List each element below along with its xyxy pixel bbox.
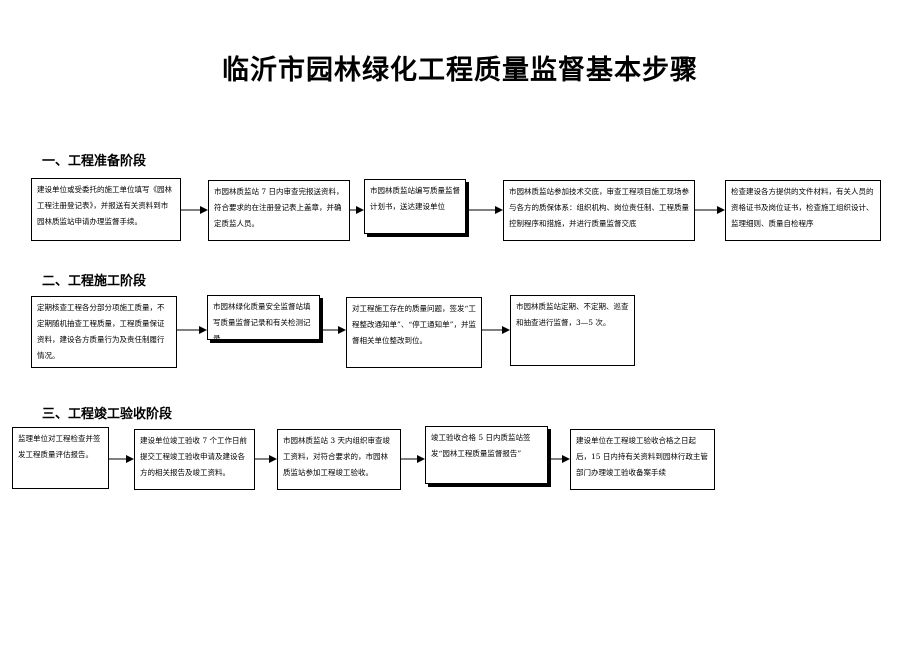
acceptance-step-3-box: 市园林质监站 3 天内组织审查竣工资料，对符合要求的，市园林质监站参加工程竣工验… xyxy=(277,429,401,490)
construction-step-2-box: 市园林绿化质量安全监督站填写质量监督记录和有关检测记录。 xyxy=(207,295,320,340)
page-title: 临沂市园林绿化工程质量监督基本步骤 xyxy=(222,55,698,86)
prep-step-5-box: 检查建设各方提供的文件材料，有关人员的资格证书及岗位证书，检查施工组织设计、监理… xyxy=(725,180,881,241)
construction-step-3-box: 对工程施工存在的质量问题，签发“工程整改通知单”、“停工通知单”，并监督相关单位… xyxy=(346,297,482,368)
prep-step-4-box: 市园林质监站参加技术交底，审查工程项目施工现场参与各方的质保体系：组织机构、岗位… xyxy=(503,180,695,241)
construction-step-4-box: 市园林质监站定期、不定期、巡查和抽查进行监督，3—5 次。 xyxy=(510,295,635,366)
acceptance-step-2-box: 建设单位竣工验收 7 个工作日前提交工程竣工验收申请及建设各方的相关报告及竣工资… xyxy=(134,429,255,490)
acceptance-step-5-box: 建设单位在工程竣工验收合格之日起后，15 日内持有关资料到园林行政主管部门办理竣… xyxy=(570,429,715,490)
prep-step-2-box: 市园林质监站 7 日内审查完报送资料，符合要求的在注册登记表上盖章，并确定质监人… xyxy=(208,180,350,241)
acceptance-step-1-box: 监理单位对工程检查并签发工程质量评估报告。 xyxy=(12,427,109,489)
prep-step-3-box: 市园林质监站编写质量监督计划书，送达建设单位 xyxy=(364,179,466,234)
construction-step-1-box: 定期核查工程各分部分项施工质量，不定期随机抽查工程质量，工程质量保证资料，建设各… xyxy=(31,296,177,368)
acceptance-step-4-box: 竣工验收合格 5 日内质监站签发“园林工程质量监督报告” xyxy=(425,426,548,484)
section-heading-preparation: 一、工程准备阶段 xyxy=(42,154,147,169)
section-heading-construction: 二、工程施工阶段 xyxy=(42,274,147,289)
prep-step-1-box: 建设单位或受委托的施工单位填写《园林工程注册登记表》，并报送有关资料到市园林质监… xyxy=(31,178,181,241)
section-heading-acceptance: 三、工程竣工验收阶段 xyxy=(42,407,173,422)
